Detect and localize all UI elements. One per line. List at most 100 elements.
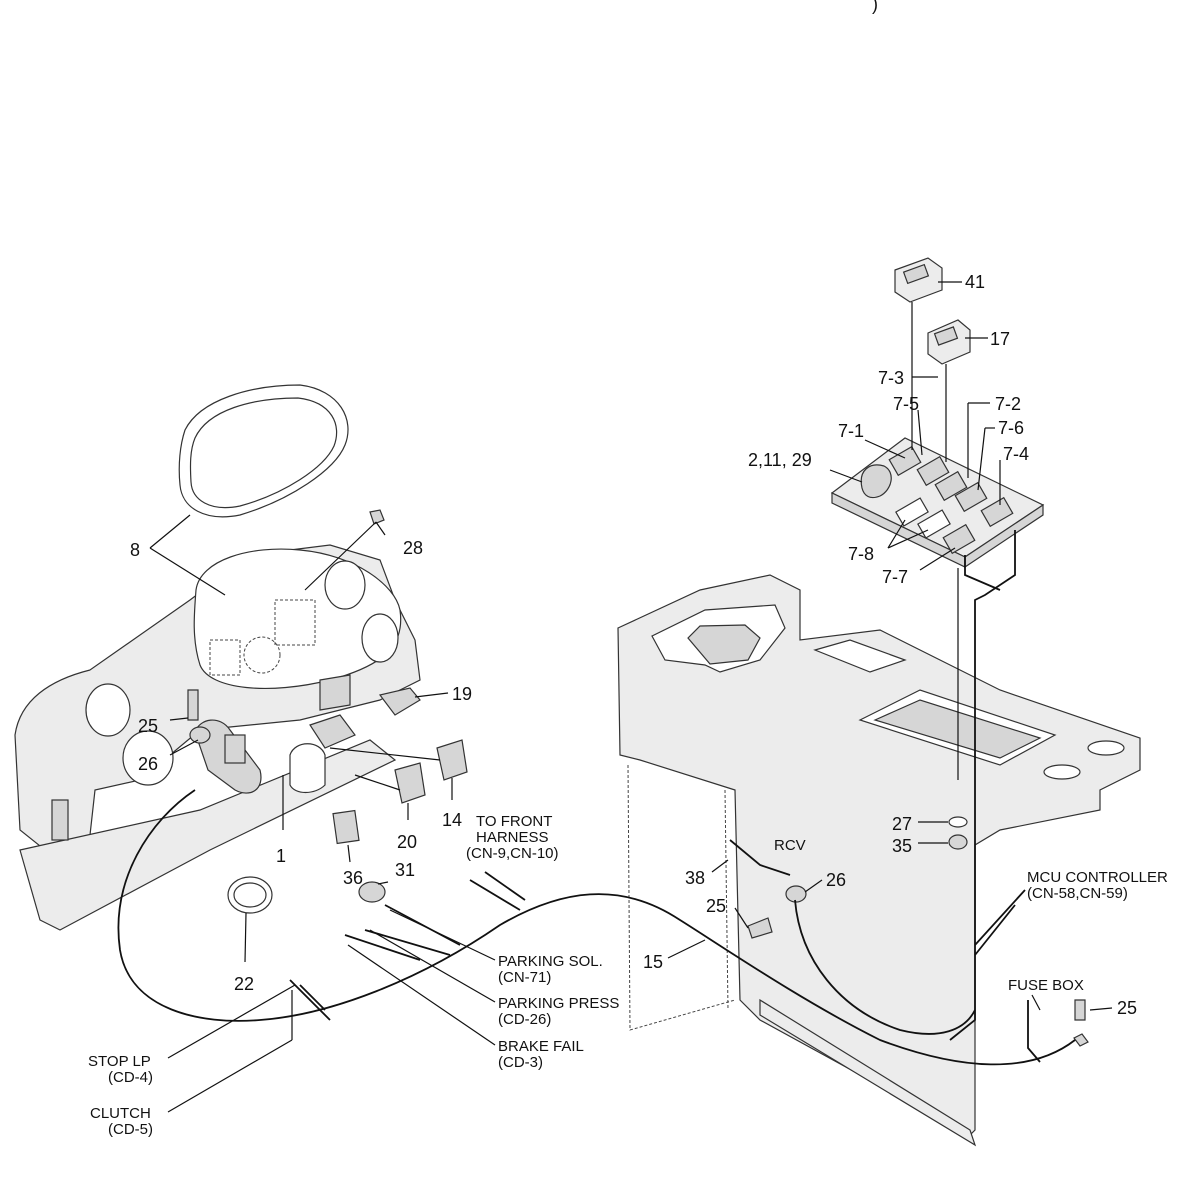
dashboard-mount bbox=[51, 799, 69, 841]
callout-28: 28 bbox=[403, 538, 423, 558]
callout-7-4: 7-4 bbox=[1003, 444, 1029, 464]
parking-press-line1: PARKING PRESS bbox=[498, 995, 619, 1012]
clamp-26-left bbox=[189, 726, 211, 744]
callout-1: 1 bbox=[276, 846, 286, 866]
fuse-box-ground bbox=[1073, 1033, 1089, 1047]
steering-column bbox=[289, 743, 326, 794]
switch-20 bbox=[394, 762, 426, 804]
fuse-box-label: FUSE BOX bbox=[1008, 977, 1084, 994]
rocker-7-4 bbox=[980, 496, 1014, 528]
rocker-7-6 bbox=[954, 481, 988, 513]
callout-20: 20 bbox=[397, 832, 417, 852]
rocker-7-2 bbox=[934, 470, 968, 502]
callout-38: 38 bbox=[685, 868, 705, 888]
callout-15: 15 bbox=[643, 952, 663, 972]
sensor-31 bbox=[358, 881, 386, 903]
rocker-7-5 bbox=[916, 455, 950, 487]
panel-harness bbox=[949, 530, 1016, 1041]
console-cupholder-2 bbox=[1043, 764, 1081, 780]
switch-41 bbox=[894, 257, 943, 450]
main-harness bbox=[117, 789, 1076, 1066]
console-left-face bbox=[627, 764, 736, 1031]
switch-41-rocker bbox=[902, 263, 930, 285]
clamp-26-right bbox=[785, 885, 807, 903]
brake-fail-line2: (CD-3) bbox=[498, 1054, 543, 1071]
top-fragment-text: ) bbox=[872, 0, 878, 14]
switch-17-body bbox=[927, 319, 971, 365]
callout-8: 8 bbox=[130, 540, 140, 560]
gauge-pod-right bbox=[361, 613, 399, 663]
switch-14 bbox=[436, 739, 468, 781]
mcu-controller-line2: (CN-58,CN-59) bbox=[1027, 885, 1128, 902]
clutch-line1: CLUTCH bbox=[90, 1105, 151, 1122]
bezel-inner bbox=[189, 397, 338, 509]
rcv-label: RCV bbox=[774, 837, 806, 854]
console-cupholder-1 bbox=[1087, 740, 1125, 756]
switch-19 bbox=[378, 687, 421, 716]
rocker-7-7 bbox=[942, 523, 976, 555]
stop-lp-line1: STOP LP bbox=[88, 1053, 151, 1070]
console-base-plate bbox=[759, 998, 977, 1147]
main-wire-loop bbox=[117, 789, 1076, 1066]
callout-36: 36 bbox=[343, 868, 363, 888]
callout-7-1: 7-1 bbox=[838, 421, 864, 441]
washer-27 bbox=[948, 816, 968, 828]
callout-7-2: 7-2 bbox=[995, 394, 1021, 414]
panel-harness-branch bbox=[964, 555, 1001, 591]
front-harness-line3: (CN-9,CN-10) bbox=[466, 845, 559, 862]
console-top-recess bbox=[687, 624, 761, 665]
grommet-22-inner bbox=[233, 882, 267, 908]
callout-25-left: 25 bbox=[138, 716, 158, 736]
bolt-25-left bbox=[187, 689, 199, 721]
callout-25-mid: 25 bbox=[706, 896, 726, 916]
mcu-wires bbox=[974, 889, 1026, 956]
console-slot bbox=[813, 639, 907, 673]
mcu-controller-line1: MCU CONTROLLER bbox=[1027, 869, 1168, 886]
console-box bbox=[617, 574, 1141, 1147]
switch-17-rocker bbox=[933, 326, 959, 346]
parking-wires bbox=[344, 904, 461, 961]
callout-25-right: 25 bbox=[1117, 998, 1137, 1018]
parking-press-line2: (CD-26) bbox=[498, 1011, 551, 1028]
callout-14: 14 bbox=[442, 810, 462, 830]
gauge-pod-top bbox=[324, 560, 366, 610]
switch-bracket bbox=[319, 674, 351, 711]
callout-17: 17 bbox=[990, 329, 1010, 349]
gauge-pod-left bbox=[85, 683, 131, 737]
callout-26-left: 26 bbox=[138, 754, 158, 774]
rcv-38-wire bbox=[729, 839, 791, 876]
leader-lines bbox=[149, 281, 1113, 1113]
dashboard-assembly bbox=[14, 544, 421, 931]
switch-17 bbox=[927, 319, 971, 462]
console-body bbox=[617, 574, 1141, 1136]
cluster-grille-left bbox=[209, 639, 241, 676]
bezel-8 bbox=[178, 384, 349, 518]
connector-labels: TO FRONT HARNESS (CN-9,CN-10) RCV MCU CO… bbox=[88, 813, 1168, 1138]
screw-28 bbox=[369, 509, 385, 525]
stop-clutch-wires bbox=[289, 979, 331, 1021]
parking-sol-line2: (CN-71) bbox=[498, 969, 551, 986]
callout-31: 31 bbox=[395, 860, 415, 880]
callout-7-5: 7-5 bbox=[893, 394, 919, 414]
callout-2-11-29: 2,11, 29 bbox=[748, 450, 812, 470]
cluster-gauge bbox=[243, 636, 281, 674]
callout-27: 27 bbox=[892, 814, 912, 834]
callout-7-8: 7-8 bbox=[848, 544, 874, 564]
brake-fail-line1: BRAKE FAIL bbox=[498, 1038, 584, 1055]
rocker-7-1 bbox=[888, 445, 922, 477]
callout-26-right: 26 bbox=[826, 870, 846, 890]
switch-mount bbox=[224, 734, 246, 764]
callout-35: 35 bbox=[892, 836, 912, 856]
column-collar bbox=[309, 714, 356, 749]
callout-7-3: 7-3 bbox=[878, 368, 904, 388]
callout-19: 19 bbox=[452, 684, 472, 704]
callout-7-6: 7-6 bbox=[998, 418, 1024, 438]
blank-7-8a bbox=[895, 497, 929, 527]
nut-35 bbox=[948, 834, 968, 850]
front-harness-line1: TO FRONT bbox=[476, 813, 552, 830]
front-harness-line2: HARNESS bbox=[476, 829, 549, 846]
part-36 bbox=[332, 809, 360, 845]
bolt-25-right bbox=[1074, 999, 1086, 1021]
